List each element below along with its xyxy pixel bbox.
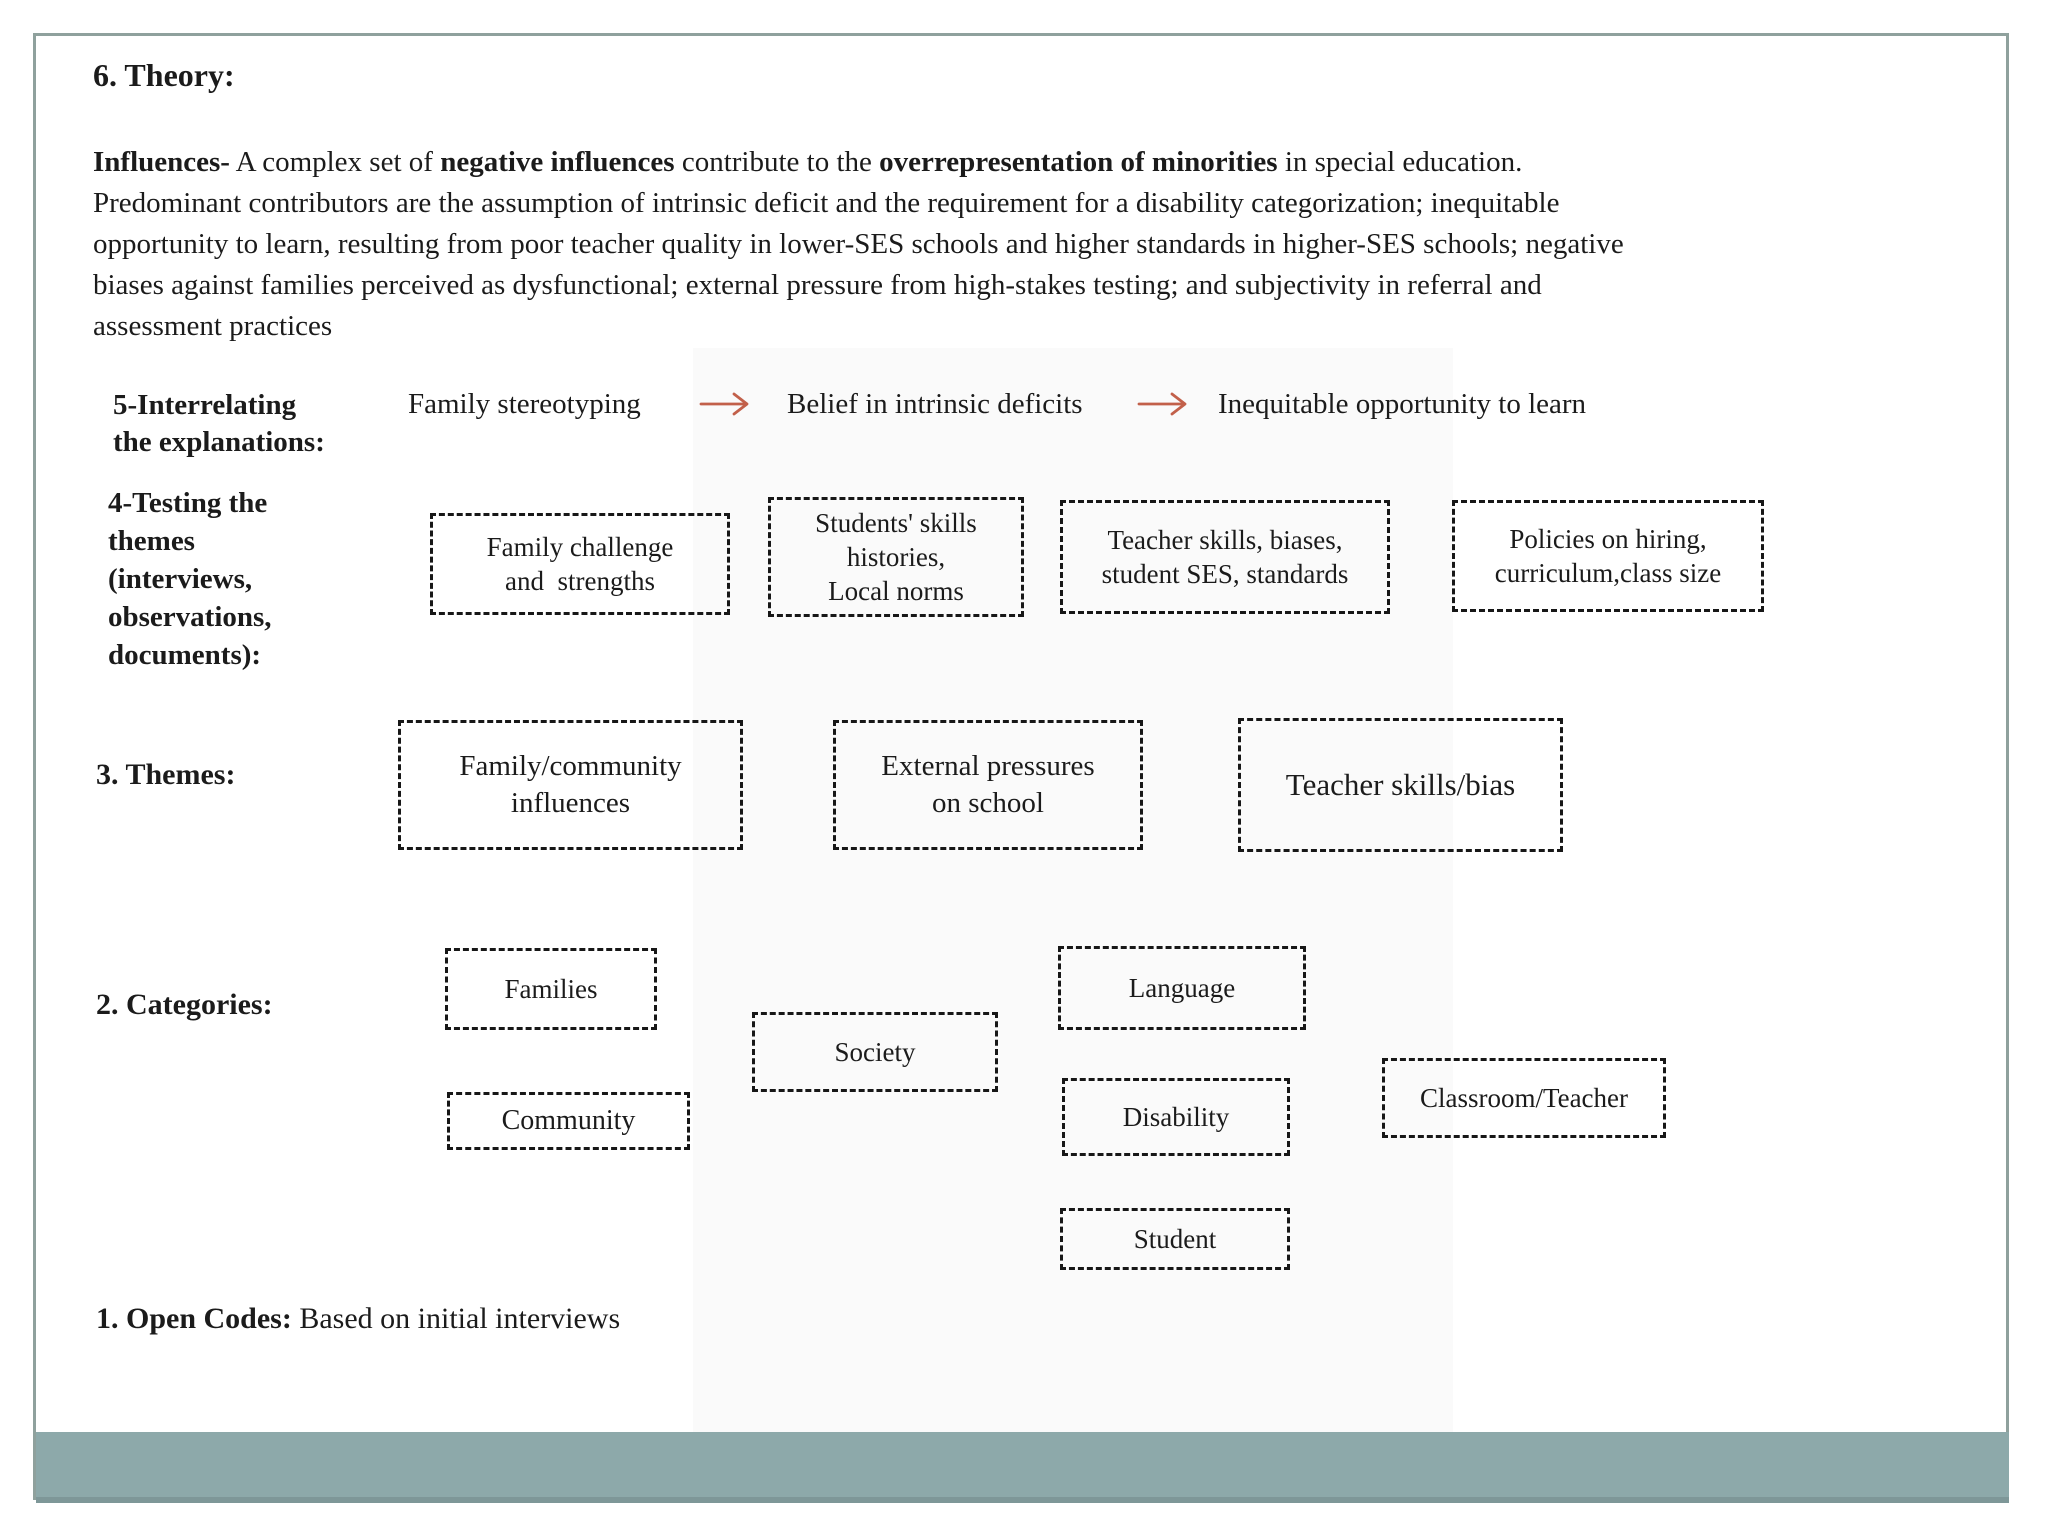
category-box-community: Community	[447, 1092, 690, 1150]
flow-arrow-icon	[699, 392, 749, 416]
level5-label-line2: the explanations:	[113, 426, 325, 458]
theory-paragraph: Influences- A complex set of negative in…	[93, 142, 1983, 347]
category-box-student: Student	[1060, 1208, 1290, 1270]
testing-box-students-skills: Students' skills histories, Local norms	[768, 497, 1024, 617]
testing-label-line: documents):	[108, 639, 262, 671]
paragraph-line: opportunity to learn, resulting from poo…	[93, 228, 1624, 260]
category-box-language: Language	[1058, 946, 1306, 1030]
paragraph-text: A complex set of	[229, 146, 441, 178]
page-frame	[33, 33, 2009, 1500]
category-box-families: Families	[445, 948, 657, 1030]
flow-arrow-icon	[1137, 392, 1187, 416]
open-codes-bold: 1. Open Codes:	[96, 1302, 292, 1335]
category-box-disability: Disability	[1062, 1078, 1290, 1156]
categories-label: 2. Categories:	[96, 988, 273, 1021]
testing-box-teacher-skills: Teacher skills, biases, student SES, sta…	[1060, 500, 1390, 614]
paragraph-bold: negative influences	[440, 146, 675, 178]
flow-item-inequitable-opportunity: Inequitable opportunity to learn	[1218, 388, 1587, 420]
testing-label-line: themes	[108, 525, 195, 557]
open-codes-label: 1. Open Codes: Based on initial intervie…	[96, 1302, 620, 1336]
flow-item-family-stereotyping: Family stereotyping	[408, 388, 641, 420]
theme-box-external-pressures: External pressures on school	[833, 720, 1143, 850]
paragraph-text: contribute to the	[674, 146, 880, 178]
scan-artifact-strip	[693, 348, 1453, 1435]
open-codes-rest: Based on initial interviews	[291, 1302, 621, 1335]
paragraph-line: biases against families perceived as dys…	[93, 269, 1542, 301]
paragraph-bold: overrepresentation of minorities	[879, 146, 1278, 178]
testing-box-policies: Policies on hiring, curriculum,class siz…	[1452, 500, 1764, 612]
paragraph-line: assessment practices	[93, 310, 333, 342]
themes-label: 3. Themes:	[96, 758, 236, 791]
level5-label-line1: 5-Interrelating	[113, 389, 297, 421]
footer-band	[36, 1432, 2009, 1503]
category-box-classroom-teacher: Classroom/Teacher	[1382, 1058, 1666, 1138]
testing-label-line: observations,	[108, 601, 272, 633]
testing-label-line: 4-Testing the	[108, 487, 268, 519]
testing-label: 4-Testing the themes (interviews, observ…	[108, 484, 272, 674]
section-title: 6. Theory:	[93, 57, 235, 93]
paragraph-line: Predominant contributors are the assumpt…	[93, 187, 1560, 219]
theme-box-teacher-skills-bias: Teacher skills/bias	[1238, 718, 1563, 852]
theme-box-family-community: Family/community influences	[398, 720, 743, 850]
level5-label: 5-Interrelating the explanations:	[113, 387, 325, 461]
paragraph-text: in special education.	[1277, 146, 1523, 178]
paragraph-line: Influences- A complex set of negative in…	[93, 142, 1983, 183]
category-box-society: Society	[752, 1012, 998, 1092]
paragraph-bold-lead: Influences-	[93, 146, 230, 178]
testing-box-family-challenge: Family challenge and strengths	[430, 513, 730, 615]
flow-item-belief-intrinsic-deficits: Belief in intrinsic deficits	[787, 388, 1083, 420]
testing-label-line: (interviews,	[108, 563, 253, 595]
